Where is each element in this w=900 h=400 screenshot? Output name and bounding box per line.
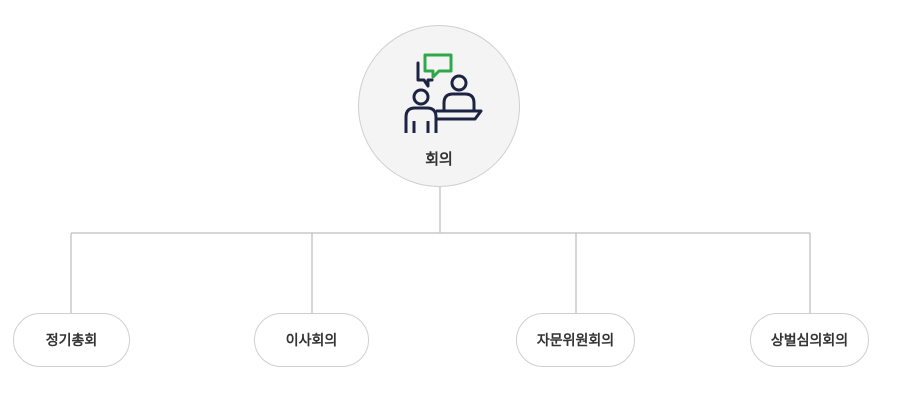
meeting-icon [404,53,483,133]
child-node-discipline-committee: 상벌심의회의 [750,313,869,367]
child-label: 상벌심의회의 [770,333,849,349]
child-label: 정기총회 [45,333,98,349]
child-node-advisory-committee: 자문위원회의 [516,313,635,367]
root-node-meeting: 회의 [358,25,520,187]
child-label: 이사회의 [285,333,338,349]
child-label: 자문위원회의 [536,333,615,349]
child-node-regular-general-meeting: 정기총회 [13,313,130,367]
child-node-board-meeting: 이사회의 [254,313,369,367]
root-label: 회의 [425,150,453,168]
